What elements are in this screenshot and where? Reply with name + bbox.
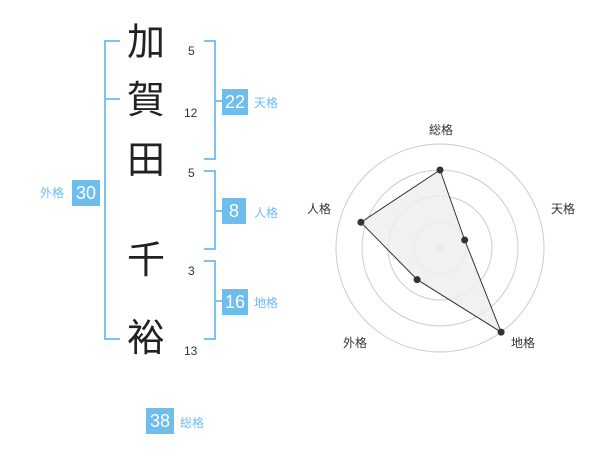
gaikaku-bracket [104,40,120,340]
gaikaku-label: 外格 [40,186,65,200]
name-char-2: 賀 [126,78,165,122]
radar-ring [335,143,545,353]
radar-axis-label-jinkaku: 人格 [306,202,331,216]
name-char-4: 千 [126,238,165,282]
radar-axis-label-tenkaku: 天格 [550,202,575,216]
chikaku-value: 16 [222,289,248,315]
radar-point-3 [497,328,505,336]
tenkaku-bracket-tick [214,100,222,102]
soukaku-label: 総格 [180,416,205,430]
stroke-count-3: 5 [188,166,195,180]
tenkaku-value: 22 [222,89,248,115]
radar-axis-label-soukaku: 総格 [428,123,453,137]
jinkaku-value: 8 [222,198,246,224]
jinkaku-bracket-tick [214,210,222,212]
soukaku-value: 38 [146,408,174,434]
radar-point-2 [461,236,469,244]
chikaku-label: 地格 [254,296,279,310]
radar-point-5 [357,218,365,226]
radar-axis-label-gaikaku: 外格 [342,336,367,350]
chikaku-bracket-tick [214,300,222,302]
gaikaku-bracket-tick [104,98,120,100]
tenkaku-label: 天格 [254,96,279,110]
radar-axis-label-chikaku: 地格 [510,336,535,350]
name-char-3: 田 [126,138,165,182]
name-char-5: 裕 [126,316,165,360]
stroke-count-1: 5 [188,44,195,58]
gaikaku-value: 30 [72,180,100,206]
stroke-count-2: 12 [184,106,198,120]
radar-point-4 [413,276,421,284]
stroke-count-5: 13 [184,344,198,358]
jinkaku-label: 人格 [254,206,279,220]
stroke-count-4: 3 [188,264,195,278]
radar-point-1 [436,166,444,174]
name-char-1: 加 [126,20,165,64]
radar-series-polygon [360,169,503,334]
